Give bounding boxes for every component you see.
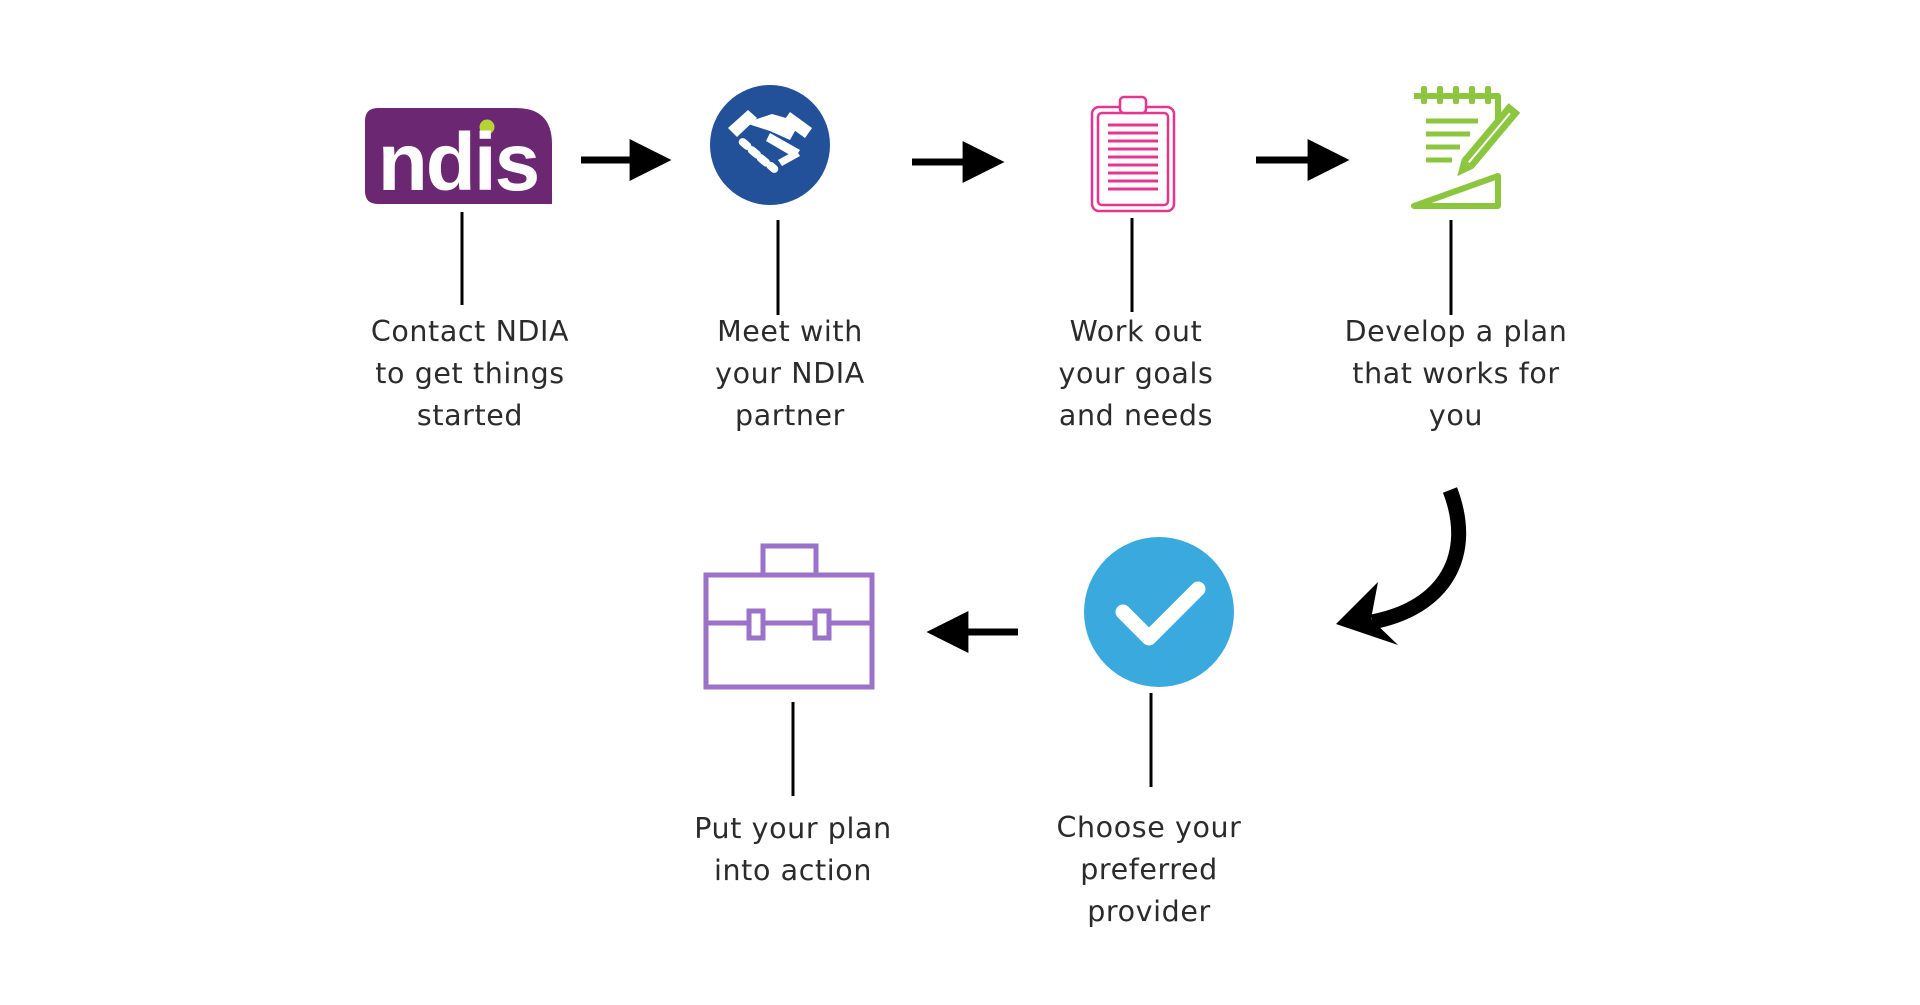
notepad-pencil-icon <box>1411 86 1521 209</box>
connector-lines <box>460 212 1453 796</box>
step-label-contact: Contact NDIA to get things started <box>370 315 570 432</box>
flow-arrows <box>581 139 1350 653</box>
step-label-provider: Choose your preferred provider <box>1056 811 1242 928</box>
checkmark-icon <box>1084 537 1234 687</box>
ndis-logo-text: ndis <box>378 117 539 208</box>
handshake-icon <box>710 85 830 205</box>
step-label-goals: Work out your goals and needs <box>1058 315 1214 432</box>
curved-arrow-plan-to-provider <box>1336 487 1466 645</box>
step-label-action: Put your plan into action <box>694 812 892 887</box>
clipboard-icon <box>1090 95 1176 213</box>
ndis-logo-icon: ndis <box>365 108 552 208</box>
step-label-meet: Meet with your NDIA partner <box>715 315 865 432</box>
toolbox-icon <box>703 543 875 690</box>
step-label-plan: Develop a plan that works for you <box>1344 315 1568 432</box>
